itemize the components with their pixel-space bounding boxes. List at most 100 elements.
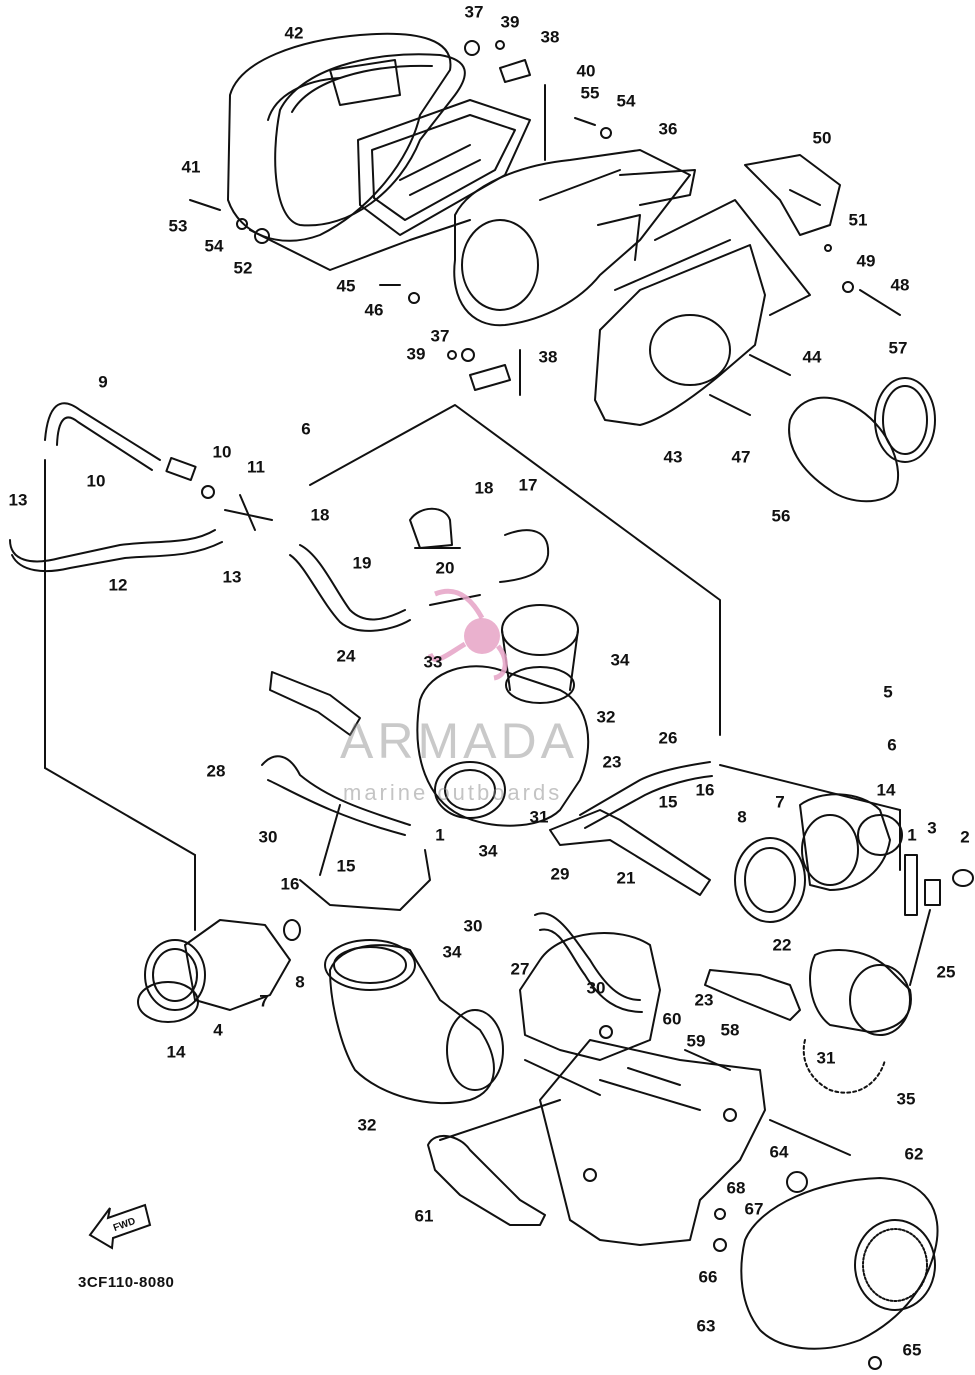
callout-37: 37: [464, 2, 484, 22]
joint-11: [166, 458, 272, 530]
callout-21: 21: [616, 868, 636, 888]
callout-12: 12: [108, 575, 128, 595]
callout-49: 49: [856, 251, 876, 271]
callout-48: 48: [890, 275, 910, 295]
callout-1: 1: [435, 825, 445, 845]
callout-55: 55: [580, 83, 600, 103]
callout-8: 8: [737, 807, 747, 827]
callout-66: 66: [698, 1267, 718, 1287]
intake-elbow-32: [325, 940, 503, 1103]
mount-bracket: [540, 1026, 765, 1245]
callout-45: 45: [336, 276, 356, 296]
callout-15: 15: [658, 792, 678, 812]
cable-35: [804, 1040, 885, 1093]
callout-63: 63: [696, 1316, 716, 1336]
callout-10: 10: [212, 442, 232, 462]
callout-67: 67: [744, 1199, 764, 1219]
callout-13: 13: [8, 490, 28, 510]
callout-59: 59: [686, 1031, 706, 1051]
pipe-22: [705, 970, 800, 1020]
pipe-21: [550, 810, 710, 895]
hose-28: [262, 756, 410, 835]
callout-43: 43: [663, 447, 683, 467]
air-cleaner-cover-41: [228, 34, 450, 241]
gasket-42: [275, 54, 465, 225]
callout-7: 7: [775, 792, 785, 812]
callout-23: 23: [694, 990, 714, 1010]
callout-30: 30: [586, 978, 606, 998]
callout-64: 64: [769, 1142, 789, 1162]
callout-27: 27: [510, 959, 530, 979]
callout-32: 32: [596, 707, 616, 727]
joint-1: [800, 794, 902, 890]
callout-30: 30: [463, 916, 483, 936]
callout-26: 26: [658, 728, 678, 748]
callout-25: 25: [936, 962, 956, 982]
callout-52: 52: [233, 258, 253, 278]
pipe-24: [270, 672, 360, 735]
callout-41: 41: [181, 157, 201, 177]
callout-4: 4: [213, 1020, 223, 1040]
callout-3: 3: [927, 818, 937, 838]
flange-7: [735, 838, 805, 922]
hose-19: [290, 545, 410, 631]
carburetor-25: [810, 880, 940, 1035]
watermark-name: ARMADA: [340, 713, 578, 769]
callout-24: 24: [336, 646, 356, 666]
callout-6: 6: [887, 735, 897, 755]
callout-31: 31: [816, 1048, 836, 1068]
callout-53: 53: [168, 216, 188, 236]
bracket-50: [745, 155, 840, 235]
callout-23: 23: [602, 752, 622, 772]
hose-12: [10, 530, 222, 571]
callout-36: 36: [658, 119, 678, 139]
callout-37: 37: [430, 326, 450, 346]
callout-34: 34: [478, 841, 498, 861]
callout-62: 62: [904, 1144, 924, 1164]
side-cover-63: [741, 1178, 937, 1349]
callout-2: 2: [960, 827, 970, 847]
intake-duct-56: [789, 378, 935, 501]
callout-1: 1: [907, 825, 917, 845]
callout-18: 18: [474, 478, 494, 498]
callout-33: 33: [423, 652, 443, 672]
callout-10: 10: [86, 471, 106, 491]
drawing-code: 3CF110-8080: [78, 1274, 175, 1291]
callout-38: 38: [540, 27, 560, 47]
holder-18: [410, 509, 460, 548]
air-filter-element-40: [358, 100, 530, 235]
callout-16: 16: [695, 780, 715, 800]
callout-47: 47: [731, 447, 751, 467]
hose-27: [535, 913, 642, 1012]
air-box-lower: [520, 933, 660, 1095]
callout-14: 14: [166, 1042, 186, 1062]
callout-42: 42: [284, 23, 304, 43]
callout-35: 35: [896, 1089, 916, 1109]
callout-58: 58: [720, 1020, 740, 1040]
callout-14: 14: [876, 780, 896, 800]
screws-top: [190, 41, 900, 415]
callout-40: 40: [576, 61, 596, 81]
callout-8: 8: [295, 972, 305, 992]
callout-7: 7: [259, 991, 269, 1011]
callout-22: 22: [772, 935, 792, 955]
callout-44: 44: [802, 347, 822, 367]
callout-54: 54: [616, 91, 636, 111]
hose-9: [45, 403, 160, 470]
callout-54: 54: [204, 236, 224, 256]
callout-32: 32: [357, 1115, 377, 1135]
callout-34: 34: [610, 650, 630, 670]
callout-60: 60: [662, 1009, 682, 1029]
intake-joint-4: [145, 920, 290, 1010]
callout-39: 39: [406, 344, 426, 364]
callout-5: 5: [883, 682, 893, 702]
carburetor-33: [417, 605, 588, 826]
watermark-subtitle: marine outboards: [343, 780, 563, 805]
callout-28: 28: [206, 761, 226, 781]
callout-57: 57: [888, 338, 908, 358]
callout-19: 19: [352, 553, 372, 573]
frame-61: [428, 1100, 560, 1225]
callout-56: 56: [771, 506, 791, 526]
callout-20: 20: [435, 558, 455, 578]
callout-17: 17: [518, 475, 538, 495]
